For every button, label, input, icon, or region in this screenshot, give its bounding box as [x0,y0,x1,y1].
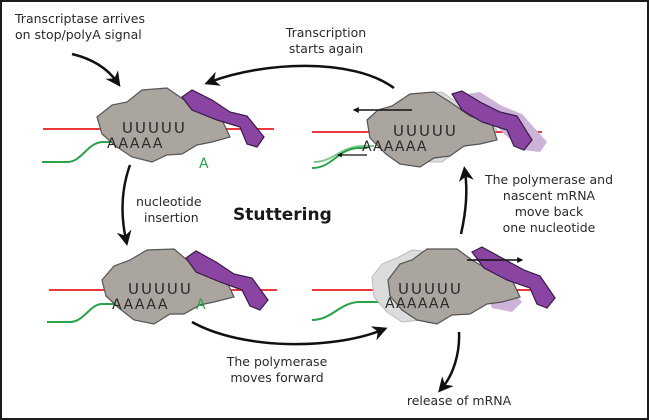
svg-text:one nucleotide: one nucleotide [503,220,596,235]
mrna-strand [42,141,112,163]
state-top-right: UUUUU AAAAAA [311,90,547,169]
svg-text:on stop/polyA signal: on stop/polyA signal [15,27,142,42]
mrna-strand [311,301,380,321]
state-bottom-left: UUUUU AAAAA A [47,248,277,325]
svg-text:Transcription: Transcription [285,25,366,40]
label-arrive: Transcriptase arrives on stop/polyA sign… [14,11,145,42]
product-bases: AAAAA [107,136,164,152]
product-bases: AAAAAA [385,296,450,312]
state-top-left: UUUUU AAAAA A [42,87,274,172]
svg-text:Transcriptase arrives: Transcriptase arrives [14,11,145,26]
inserted-nucleotide: A [196,297,206,313]
cofactor-shape [181,89,265,148]
svg-text:move back: move back [515,204,584,219]
template-bases: UUUUU [398,280,463,298]
template-bases: UUUUU [122,119,187,137]
svg-text:insertion: insertion [144,210,199,225]
cofactor-shape [451,90,533,151]
svg-text:The polymerase and: The polymerase and [484,172,613,187]
svg-text:starts again: starts again [289,41,363,56]
cofactor-shape [185,250,269,311]
state-bottom-right: UUUUU AAAAAA [311,246,556,325]
product-bases: AAAAAA [362,139,427,155]
svg-text:nucleotide: nucleotide [136,194,202,209]
release-arrow [438,331,461,393]
mrna-strand [47,303,114,323]
svg-text:nascent mRNA: nascent mRNA [503,188,596,203]
label-move-back: The polymerase and nascent mRNA move bac… [484,172,613,235]
product-bases: AAAAA [112,297,169,313]
label-forward: The polymerase moves forward [226,354,328,385]
template-bases: UUUUU [128,280,193,298]
mrna-strand [311,147,367,169]
svg-text:The polymerase: The polymerase [226,354,328,369]
polymerase-shape [101,248,235,325]
template-bases: UUUUU [393,122,458,140]
move-back-arrow [458,166,474,235]
restart-arrow [204,64,395,90]
forward-arrow [191,320,388,346]
incoming-nucleotide: A [199,156,209,172]
label-restart: Transcription starts again [285,25,366,56]
insertion-arrow [116,164,132,246]
polymerase-shape [96,87,231,163]
cofactor-shape [471,246,556,309]
label-release: release of mRNA [407,393,512,408]
arrive-arrow [71,52,121,87]
svg-text:moves forward: moves forward [230,370,323,385]
polymerase-shape [387,248,521,325]
label-insertion: nucleotide insertion [136,194,202,225]
diagram-title: Stuttering [233,205,332,225]
